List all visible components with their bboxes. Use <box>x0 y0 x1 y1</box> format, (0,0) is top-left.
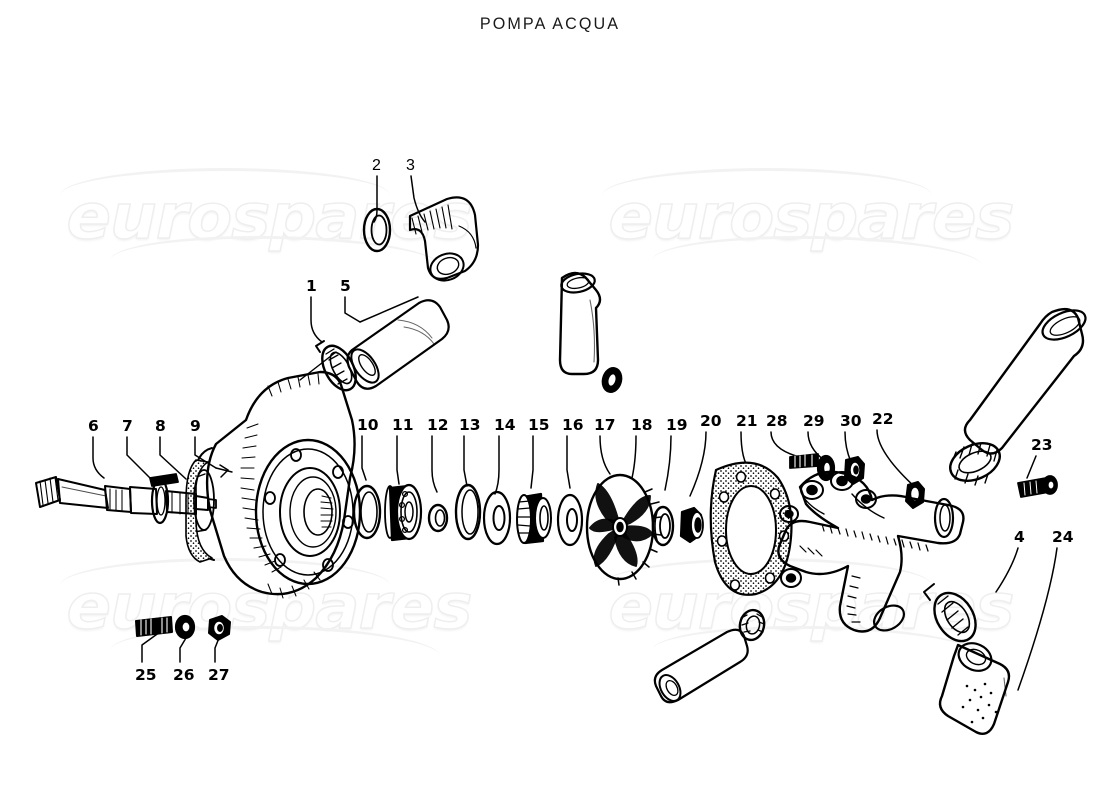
part-13-snap-ring <box>454 483 482 541</box>
part-upper-right-hose <box>963 307 1087 455</box>
callout-5: 5 <box>340 277 351 295</box>
leader-lines-lower-fasteners <box>141 631 220 663</box>
callout-26: 26 <box>173 666 195 684</box>
part-9-pump-housing <box>185 351 362 599</box>
callout-22: 22 <box>872 410 894 428</box>
callout-4: 4 <box>1014 528 1025 546</box>
part-22-nut <box>905 481 925 509</box>
callout-20: 20 <box>700 412 722 430</box>
part-11-ball-bearing <box>384 483 423 542</box>
part-19-impeller-nut <box>679 506 704 544</box>
callout-30: 30 <box>840 412 862 430</box>
callout-13: 13 <box>459 416 481 434</box>
part-4-hose-clamp-lower <box>923 583 977 643</box>
part-upper-right-hose-clamp <box>949 442 1001 486</box>
leader-lines-lower-hose <box>995 547 1058 691</box>
part-23-hex-bolt <box>1017 455 1058 498</box>
part-6-pump-shaft <box>35 476 217 525</box>
part-27-hex-nut <box>208 615 231 641</box>
callout-9: 9 <box>190 417 201 435</box>
callout-6: 6 <box>88 417 99 435</box>
callout-28: 28 <box>766 412 788 430</box>
part-17b-small-ring <box>601 367 623 393</box>
part-21-manifold-housing <box>777 470 965 633</box>
part-16-seal-washer <box>556 493 584 547</box>
part-14-flat-washer <box>482 490 512 546</box>
callout-27: 27 <box>208 666 230 684</box>
callout-24: 24 <box>1052 528 1074 546</box>
callout-29: 29 <box>803 412 825 430</box>
callout-3: 3 <box>406 157 415 174</box>
part-25-stud-bolt <box>135 616 173 637</box>
part-17-impeller <box>585 473 662 586</box>
part-28-stud <box>789 453 819 469</box>
callout-10: 10 <box>357 416 379 434</box>
callout-8: 8 <box>155 417 166 435</box>
callout-19: 19 <box>666 416 688 434</box>
part-2-o-ring <box>362 207 392 253</box>
callout-23: 23 <box>1031 436 1053 454</box>
part-12-bearing-spacer <box>427 503 449 533</box>
part-lower-middle-hose <box>653 628 749 704</box>
callout-7: 7 <box>122 417 133 435</box>
part-1-hose-clamp <box>315 340 357 392</box>
part-10-retaining-ring <box>352 484 382 540</box>
part-3-threaded-elbow <box>408 196 480 282</box>
callout-2: 2 <box>372 157 381 174</box>
callout-18: 18 <box>631 416 653 434</box>
callout-12: 12 <box>427 416 449 434</box>
leader-lines-hose <box>310 296 419 343</box>
callout-14: 14 <box>494 416 516 434</box>
part-upper-middle-hose <box>558 271 602 376</box>
part-15-mechanical-seal <box>516 492 552 545</box>
callout-15: 15 <box>528 416 550 434</box>
callout-16: 16 <box>562 416 584 434</box>
callout-11: 11 <box>392 416 414 434</box>
leader-lines-shaft <box>92 436 233 480</box>
part-lower-middle-clamp <box>738 608 766 642</box>
callout-1: 1 <box>306 277 317 295</box>
part-26-washer <box>174 614 196 640</box>
callout-21: 21 <box>736 412 758 430</box>
part-20-gasket <box>709 461 793 596</box>
part-24-rubber-hose-lower <box>938 642 1011 735</box>
callout-25: 25 <box>135 666 157 684</box>
part-8-woodruff-key <box>149 473 179 487</box>
callout-17: 17 <box>594 416 616 434</box>
part-18-impeller-washer <box>651 505 675 547</box>
leader-lines-top <box>373 175 426 223</box>
page-title: POMPA ACQUA <box>479 14 621 33</box>
leader-lines-internals <box>361 431 751 497</box>
part-5-rubber-hose <box>346 299 450 390</box>
